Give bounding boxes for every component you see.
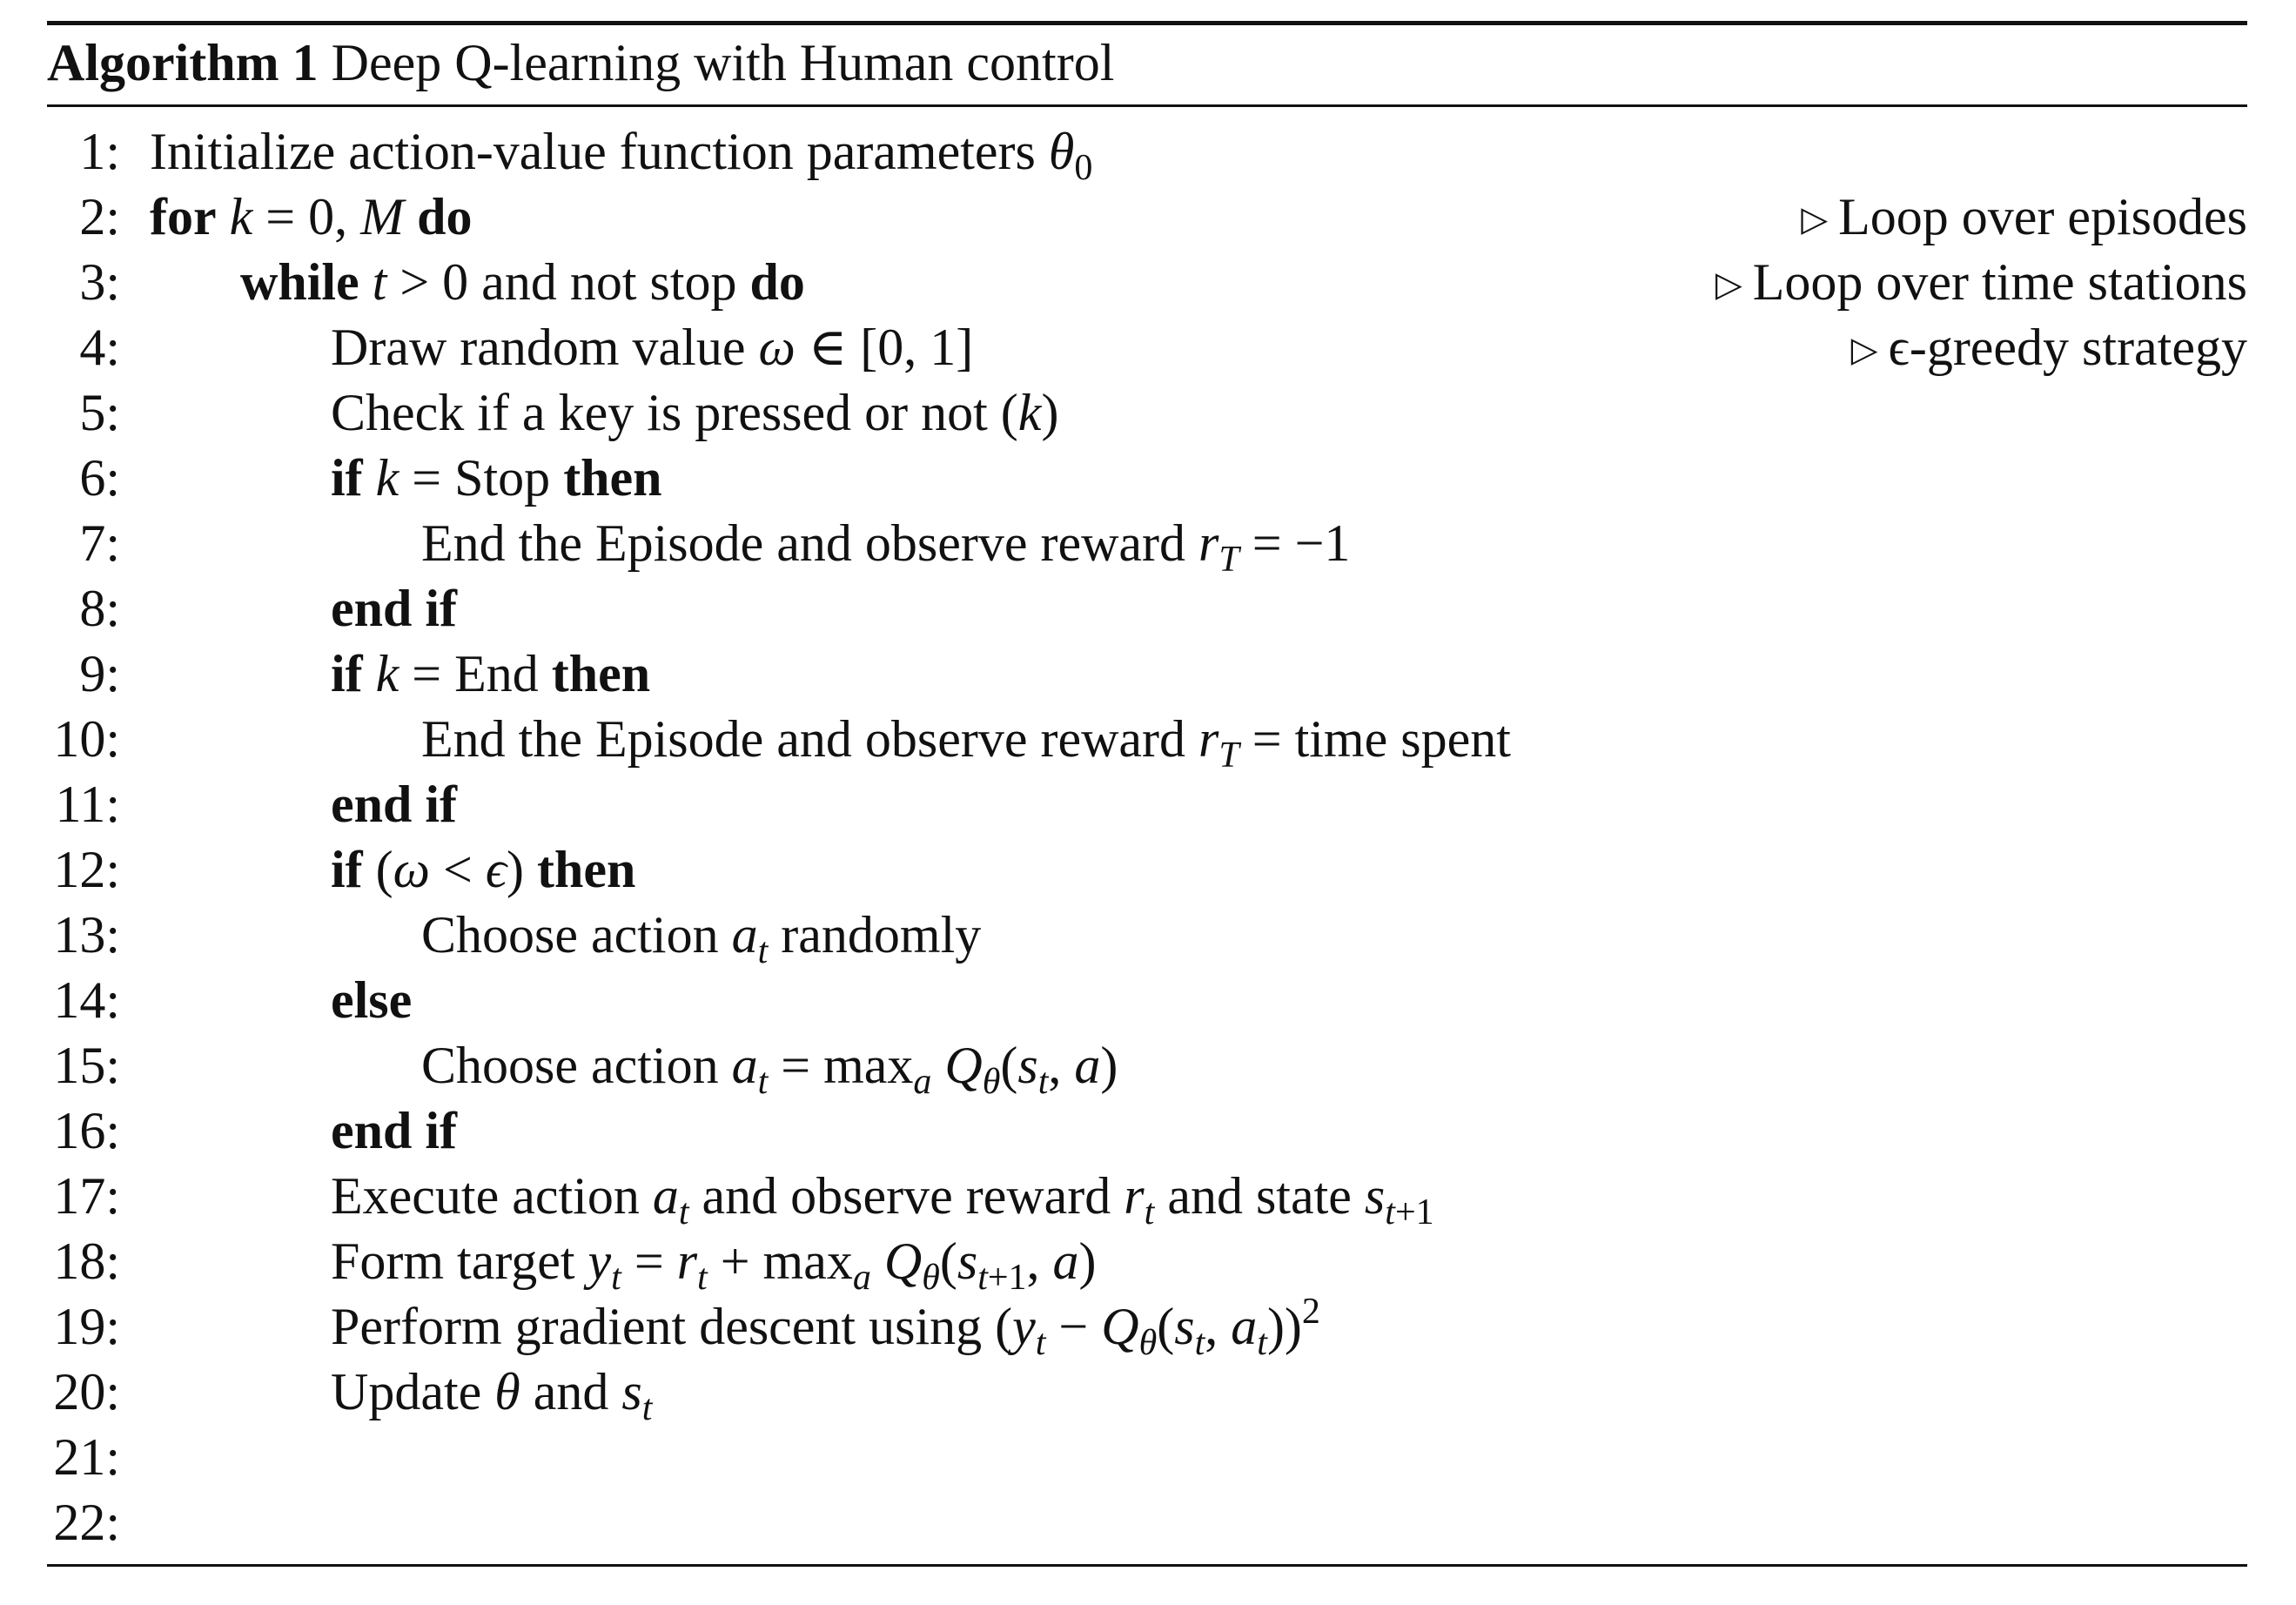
line-statement: Check if a key is pressed or not (k) bbox=[331, 384, 1059, 441]
comment-triangle-icon: ▷ bbox=[1715, 265, 1742, 304]
line-number: 19: bbox=[53, 1298, 120, 1355]
bottom-rule bbox=[47, 1564, 2247, 1567]
algorithm-line: 10: End the Episode and observe reward rT… bbox=[47, 707, 2247, 776]
algorithm-line: 2: for k = 0, M do ▷Loop over episodes bbox=[47, 185, 2247, 250]
line-number: 9: bbox=[79, 645, 120, 702]
algorithm-line: 17: Execute action at and observe reward … bbox=[47, 1164, 2247, 1232]
top-rule bbox=[47, 21, 2247, 25]
line-statement: Choose action at = maxa Qθ(st, a) bbox=[421, 1037, 1118, 1102]
line-number: 7: bbox=[79, 514, 120, 572]
line-statement: Execute action at and observe reward rt … bbox=[331, 1167, 1434, 1232]
line-statement: End the Episode and observe reward rT = … bbox=[421, 710, 1511, 776]
line-statement: Initialize action-value function paramet… bbox=[150, 123, 1093, 188]
line-statement: end if bbox=[331, 776, 458, 833]
comment-text: Loop over episodes bbox=[1838, 188, 2247, 245]
line-number: 17: bbox=[53, 1167, 120, 1225]
line-number: 6: bbox=[79, 449, 120, 507]
line-number: 13: bbox=[53, 906, 120, 964]
line-statement: else bbox=[331, 971, 413, 1029]
line-statement: Choose action at randomly bbox=[421, 906, 982, 971]
line-number: 8: bbox=[79, 580, 120, 637]
line-statement: if (ω < ϵ) then bbox=[331, 841, 636, 898]
line-number: 20: bbox=[53, 1363, 120, 1420]
algorithm-caption: Algorithm 1 Deep Q-learning with Human c… bbox=[47, 24, 1114, 101]
line-number: 2: bbox=[79, 188, 120, 245]
algorithm-line: 13: Choose action at randomly bbox=[47, 903, 2247, 971]
line-number: 5: bbox=[79, 384, 120, 441]
line-statement: for k = 0, M do bbox=[150, 188, 473, 245]
algorithm-line: 4: Draw random value ω ∈ [0, 1] ▷ ϵ-greedy … bbox=[47, 315, 2247, 380]
algorithm-lines: 1: Initialize action-value function param… bbox=[47, 119, 2247, 1555]
line-number: 4: bbox=[79, 319, 120, 376]
algorithm-line: 8: end if bbox=[47, 576, 2247, 641]
algorithm-line: 15: Choose action at = maxa Qθ(st, a) bbox=[47, 1033, 2247, 1102]
line-number: 18: bbox=[53, 1232, 120, 1290]
line-statement: End the Episode and observe reward rT = … bbox=[421, 514, 1351, 580]
algorithm-block: Algorithm 1 Deep Q-learning with Human c… bbox=[47, 0, 2247, 1605]
algorithm-title: Deep Q-learning with Human control bbox=[331, 34, 1115, 91]
line-statement: end if bbox=[331, 580, 458, 637]
algorithm-line: 3: while t > 0 and not stop do ▷ Loop over … bbox=[47, 250, 2247, 315]
algorithm-line: 9: if k = End then bbox=[47, 641, 2247, 707]
line-number: 1: bbox=[79, 123, 120, 180]
line-number: 21: bbox=[53, 1428, 120, 1486]
line-number: 10: bbox=[53, 710, 120, 768]
line-number: 22: bbox=[53, 1494, 120, 1551]
algorithm-line: 11: end if bbox=[47, 772, 2247, 837]
line-comment: ▷ ϵ-greedy strategy bbox=[1851, 315, 2247, 382]
line-statement: end if bbox=[331, 1102, 458, 1159]
line-statement: Update θ and st bbox=[331, 1363, 653, 1428]
comment-text: ϵ-greedy strategy bbox=[1888, 319, 2247, 376]
algorithm-line: 14: else bbox=[47, 968, 2247, 1033]
line-comment: ▷Loop over episodes bbox=[1801, 185, 2247, 252]
line-statement: if k = End then bbox=[331, 645, 651, 702]
algorithm-line: 1: Initialize action-value function param… bbox=[47, 119, 2247, 188]
line-statement: Form target yt = rt + maxa Qθ(st+1, a) bbox=[331, 1232, 1097, 1298]
line-number: 11: bbox=[55, 776, 120, 833]
comment-triangle-icon: ▷ bbox=[1801, 199, 1829, 238]
algorithm-label: Algorithm 1 bbox=[47, 34, 319, 91]
algorithm-line: 18: Form target yt = rt + maxa Qθ(st+1, a… bbox=[47, 1229, 2247, 1298]
line-number: 3: bbox=[79, 253, 120, 311]
line-statement: Draw random value ω ∈ [0, 1] bbox=[331, 319, 974, 376]
algorithm-line: 12: if (ω < ϵ) then bbox=[47, 837, 2247, 903]
line-statement: Perform gradient descent using (yt − Qθ(… bbox=[331, 1292, 1320, 1363]
comment-triangle-icon: ▷ bbox=[1850, 330, 1878, 369]
line-number: 16: bbox=[53, 1102, 120, 1159]
algorithm-line: 16: end if bbox=[47, 1098, 2247, 1164]
caption-rule bbox=[47, 104, 2247, 107]
algorithm-line: 6: if k = Stop then bbox=[47, 446, 2247, 511]
comment-text: Loop over time stations bbox=[1752, 253, 2247, 311]
line-statement: if k = Stop then bbox=[331, 449, 662, 507]
algorithm-line: 19: Perform gradient descent using (yt − … bbox=[47, 1292, 2247, 1363]
line-number: 12: bbox=[53, 841, 120, 898]
algorithm-line: 7: End the Episode and observe reward rT … bbox=[47, 511, 2247, 580]
algorithm-line: 20: Update θ and st bbox=[47, 1360, 2247, 1428]
algorithm-line: 22: bbox=[47, 1490, 2247, 1555]
line-number: 14: bbox=[53, 971, 120, 1029]
line-statement: while t > 0 and not stop do bbox=[240, 253, 805, 311]
algorithm-line: 21: bbox=[47, 1425, 2247, 1490]
algorithm-line: 5: Check if a key is pressed or not (k) bbox=[47, 380, 2247, 446]
line-comment: ▷ Loop over time stations bbox=[1715, 250, 2247, 317]
line-number: 15: bbox=[53, 1037, 120, 1094]
